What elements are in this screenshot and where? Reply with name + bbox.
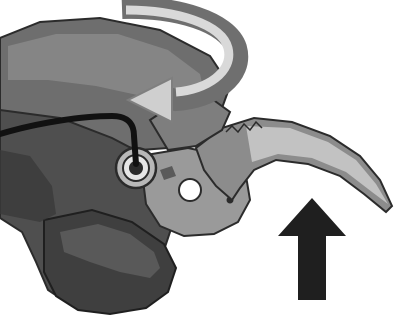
up-arrow-icon — [278, 198, 346, 300]
lower-jaw-hole-large — [179, 179, 201, 201]
